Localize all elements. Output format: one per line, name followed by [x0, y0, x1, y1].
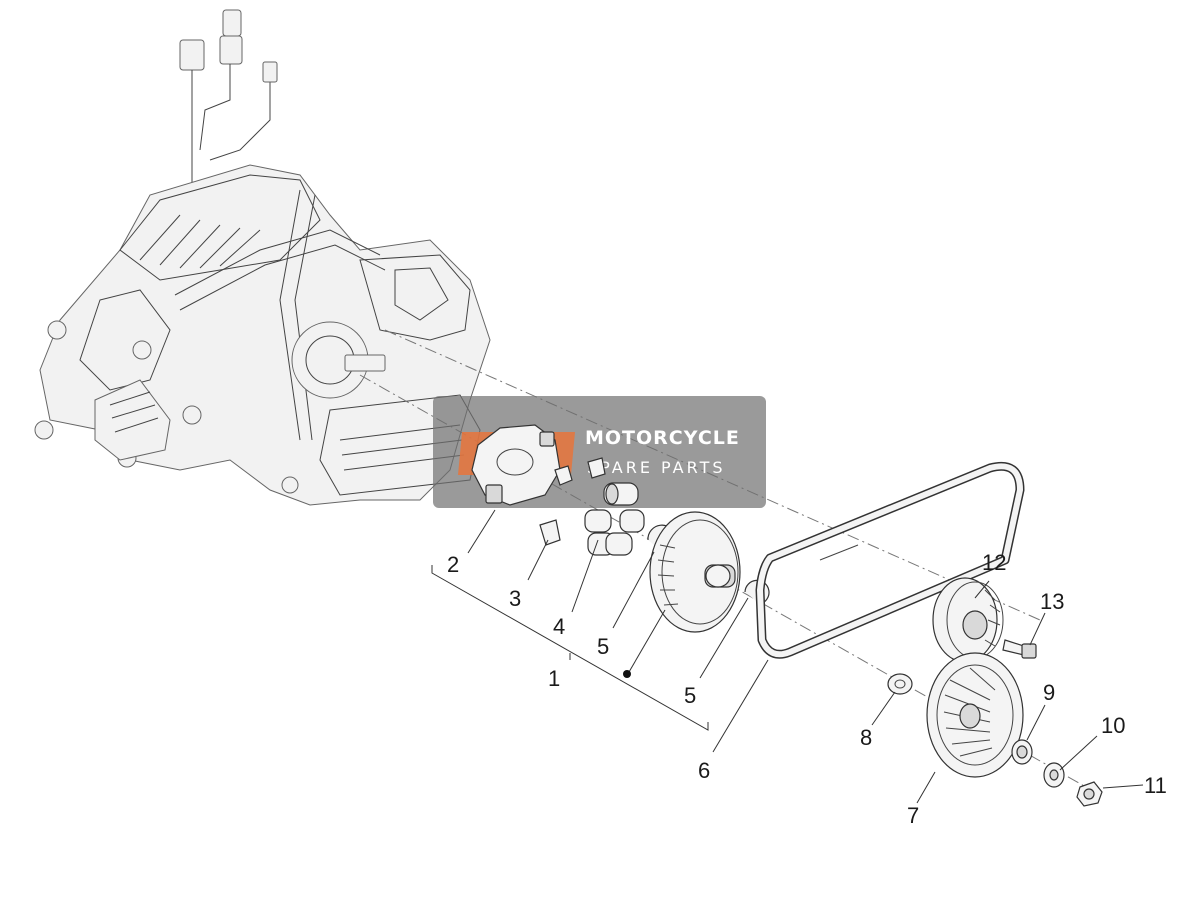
- part-cup-washer[interactable]: [1043, 762, 1065, 788]
- label-part-1[interactable]: 1: [548, 666, 560, 691]
- part-movable-pulley[interactable]: [649, 511, 741, 633]
- label-part-4[interactable]: 4: [553, 614, 565, 639]
- label-part-12[interactable]: 12: [982, 550, 1006, 575]
- label-part-6[interactable]: 6: [698, 758, 710, 783]
- label-part-10[interactable]: 10: [1101, 713, 1125, 738]
- part-washer[interactable]: [887, 673, 913, 695]
- part-small-sliders[interactable]: [554, 457, 606, 486]
- label-part-11[interactable]: 11: [1144, 773, 1167, 798]
- part-rollers[interactable]: [584, 482, 645, 556]
- assembly-dot: [623, 670, 631, 678]
- assembly-bracket: [431, 565, 709, 731]
- part-nut[interactable]: [1076, 781, 1103, 807]
- part-labels: 2 3 4 5 1 5 6 12 13 8 9 10 11 7: [447, 550, 1167, 828]
- label-part-7[interactable]: 7: [907, 803, 919, 828]
- part-slider[interactable]: [539, 519, 561, 546]
- label-part-8[interactable]: 8: [860, 725, 872, 750]
- watermark-subtitle: SPARE PARTS: [587, 458, 726, 477]
- mount-boss: [281, 476, 299, 494]
- part-fixed-pulley[interactable]: [926, 652, 1024, 778]
- part-bolt[interactable]: [1002, 639, 1037, 659]
- part-ramp-plate[interactable]: [471, 424, 561, 506]
- label-part-5b[interactable]: 5: [684, 683, 696, 708]
- label-part-9[interactable]: 9: [1043, 680, 1055, 705]
- mount-boss: [182, 405, 202, 425]
- part-roller-bearing[interactable]: [932, 577, 1004, 663]
- engine-assembly: [34, 9, 491, 506]
- label-part-2[interactable]: 2: [447, 552, 459, 577]
- watermark-title: MOTORCYCLE: [585, 427, 740, 449]
- wiring-harness: [179, 9, 278, 190]
- leader-lines: [431, 509, 1144, 804]
- label-part-3[interactable]: 3: [509, 586, 521, 611]
- mount-boss: [34, 420, 54, 440]
- mount-boss: [47, 320, 67, 340]
- crankcase: [39, 164, 491, 506]
- label-part-13[interactable]: 13: [1040, 589, 1064, 614]
- mount-boss: [132, 340, 152, 360]
- label-part-5a[interactable]: 5: [597, 634, 609, 659]
- part-washer-9[interactable]: [1011, 739, 1033, 765]
- part-drive-belt[interactable]: [755, 461, 1025, 659]
